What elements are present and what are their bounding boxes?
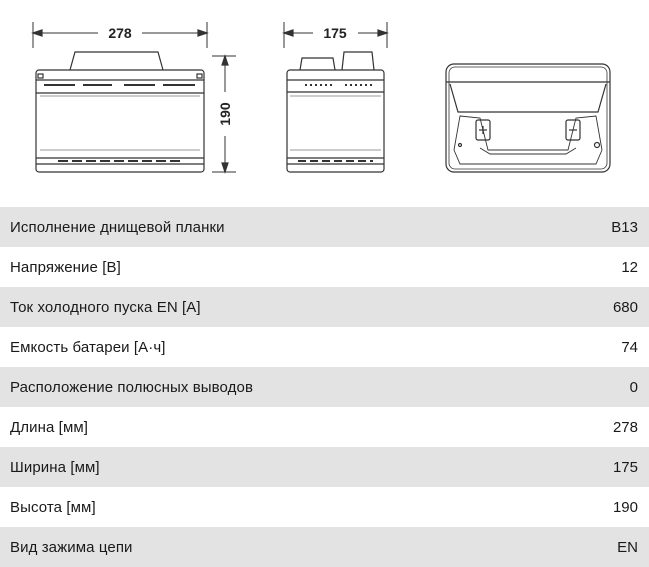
spec-row: Длина [мм] 278: [0, 407, 649, 447]
spec-row: Высота [мм] 190: [0, 487, 649, 527]
length-dimension-line: [31, 22, 209, 48]
spec-row: Напряжение [В] 12: [0, 247, 649, 287]
battery-drawing: 278 175 190: [31, 22, 611, 174]
spec-value: 74: [621, 338, 638, 356]
battery-front-view: [35, 51, 205, 173]
spec-value: B13: [611, 218, 638, 236]
spec-label: Вид зажима цепи: [10, 538, 133, 556]
width-dimension-line: [282, 22, 389, 48]
length-label: 278: [108, 25, 132, 41]
spec-value: EN: [617, 538, 638, 556]
spec-value: 175: [612, 458, 638, 476]
spec-label: Длина [мм]: [10, 418, 89, 436]
battery-top-view: [445, 63, 611, 173]
spec-row: Емкость батареи [А·ч] 74: [0, 327, 649, 367]
spec-value: 190: [612, 498, 638, 516]
spec-label: Расположение полюсных выводов: [10, 378, 254, 396]
spec-value: 0: [629, 378, 638, 396]
spec-row: Расположение полюсных выводов 0: [0, 367, 649, 407]
spec-row: Исполнение днищевой планки B13: [0, 207, 649, 247]
spec-label: Ширина [мм]: [10, 458, 100, 476]
spec-label: Высота [мм]: [10, 498, 96, 516]
battery-side-view: [286, 51, 385, 173]
spec-label: Емкость батареи [А·ч]: [10, 338, 166, 356]
height-dimension-line: [212, 54, 236, 174]
spec-label: Ток холодного пуска EN [A]: [10, 298, 201, 316]
height-label: 190: [217, 102, 233, 126]
spec-value: 12: [621, 258, 638, 276]
spec-row: Ширина [мм] 175: [0, 447, 649, 487]
spec-label: Напряжение [В]: [10, 258, 121, 276]
spec-row: Ток холодного пуска EN [A] 680: [0, 287, 649, 327]
width-label: 175: [323, 25, 347, 41]
spec-value: 278: [612, 418, 638, 436]
spec-label: Исполнение днищевой планки: [10, 218, 225, 236]
spec-value: 680: [612, 298, 638, 316]
spec-row: Вид зажима цепи EN: [0, 527, 649, 567]
